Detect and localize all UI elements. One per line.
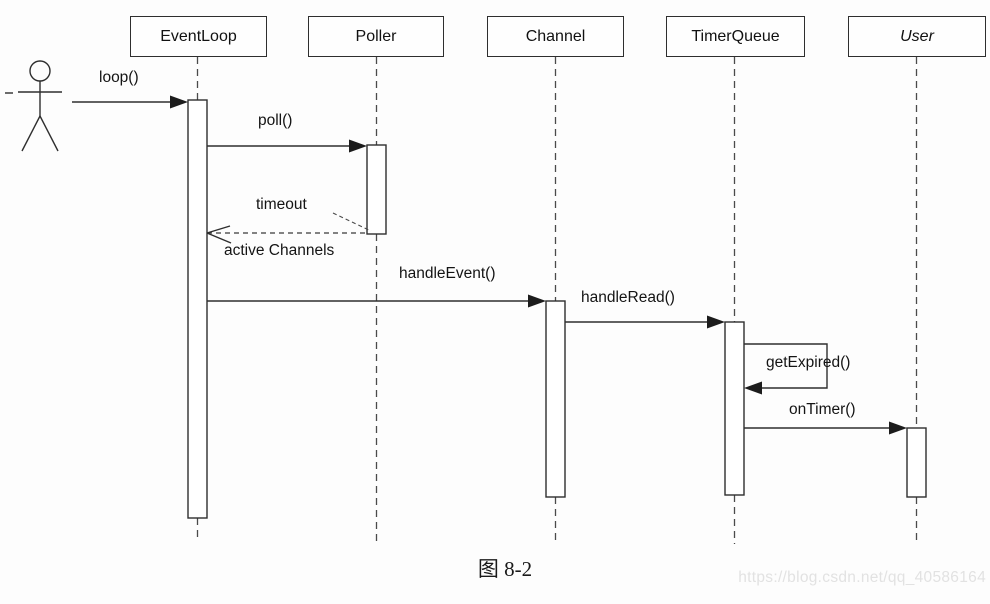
activation-user bbox=[906, 427, 927, 498]
message-label-poll: poll() bbox=[258, 112, 293, 129]
lifeline-label: Poller bbox=[355, 27, 397, 45]
timeout-label-leader bbox=[332, 212, 372, 232]
lifeline-head-channel: Channel bbox=[487, 16, 624, 57]
arrow-getexpired-self bbox=[744, 343, 828, 395]
lifeline-label: EventLoop bbox=[160, 27, 237, 45]
lifeline-head-user: User bbox=[848, 16, 986, 57]
lifeline-label: Channel bbox=[525, 27, 586, 45]
arrow-loop bbox=[72, 95, 188, 109]
watermark-url: https://blog.csdn.net/qq_40586164 bbox=[738, 569, 986, 586]
arrow-timeout-return bbox=[206, 212, 372, 244]
message-label-handleread: handleRead() bbox=[581, 289, 675, 306]
figure-caption: 图 8-2 bbox=[477, 557, 533, 581]
arrow-poll bbox=[207, 139, 367, 153]
arrow-handleread bbox=[565, 315, 725, 329]
message-label-active-channels: active Channels bbox=[224, 242, 335, 259]
actor-icon bbox=[5, 60, 62, 152]
message-label-handleevent: handleEvent() bbox=[399, 265, 496, 282]
lifeline-head-timerqueue: TimerQueue bbox=[666, 16, 805, 57]
message-label-loop: loop() bbox=[99, 69, 139, 86]
lifeline-head-poller: Poller bbox=[308, 16, 444, 57]
message-label-ontimer: onTimer() bbox=[789, 401, 856, 418]
message-label-timeout: timeout bbox=[256, 196, 307, 213]
activation-poller bbox=[366, 144, 387, 235]
lifeline-label: TimerQueue bbox=[691, 27, 780, 45]
activation-timerqueue bbox=[724, 321, 745, 496]
lifeline-head-eventloop: EventLoop bbox=[130, 16, 267, 57]
activation-channel bbox=[545, 300, 566, 498]
activation-eventloop bbox=[187, 99, 208, 519]
lifeline-label: User bbox=[900, 27, 934, 45]
message-label-getexpired: getExpired() bbox=[766, 354, 851, 371]
arrow-ontimer bbox=[744, 421, 907, 435]
arrow-handleevent bbox=[207, 294, 546, 308]
